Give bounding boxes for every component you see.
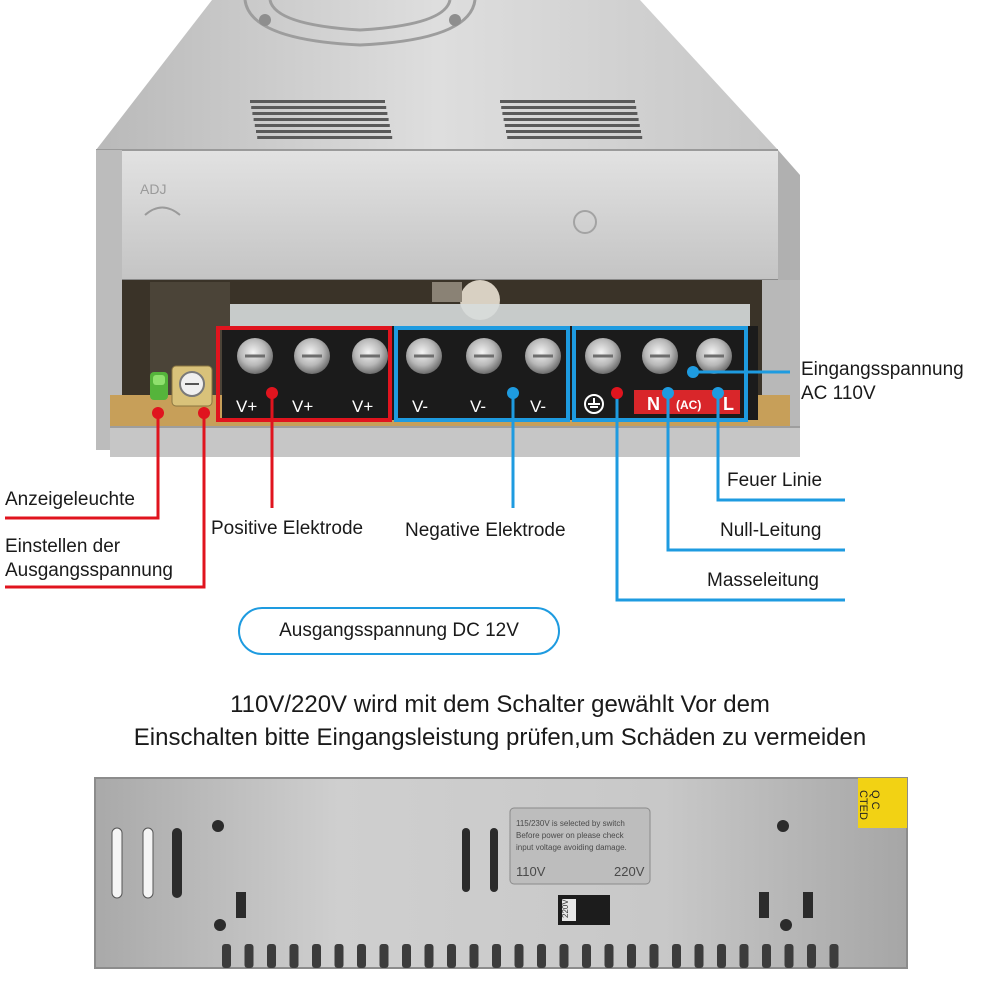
indicator-led bbox=[150, 372, 168, 400]
plate-110v: 110V bbox=[516, 864, 546, 879]
bottom-vent-slot bbox=[469, 944, 479, 968]
bottom-vent-slot bbox=[582, 944, 591, 968]
adjust-potentiometer bbox=[171, 365, 213, 407]
qc-text-2: CTED bbox=[857, 790, 869, 820]
bottom-vent-slot bbox=[717, 944, 726, 968]
input-voltage-label: Eingangsspannung AC 110V bbox=[801, 358, 964, 406]
bottom-vent-slot bbox=[447, 944, 456, 968]
callout-lines bbox=[5, 366, 845, 602]
ac-group-box bbox=[572, 326, 748, 422]
bottom-vent-slot bbox=[334, 944, 344, 968]
bottom-vent-slot bbox=[672, 944, 681, 968]
bottom-vent-slot bbox=[537, 944, 546, 968]
plate-220v: 220V bbox=[614, 864, 645, 879]
terminal-label-vminus: V- bbox=[470, 397, 486, 416]
bottom-vent-slot bbox=[424, 944, 434, 968]
feuer-linie-label: Feuer Linie bbox=[727, 470, 823, 491]
input-voltage-line1: Eingangsspannung bbox=[801, 359, 964, 380]
bottom-vent-slot bbox=[379, 944, 389, 968]
bottom-vent-slot bbox=[784, 944, 794, 968]
top-vent-slot bbox=[503, 118, 639, 121]
earth-terminal-icon bbox=[584, 394, 604, 414]
einstellen-label: Einstellen der Ausgangsspannung bbox=[5, 535, 173, 583]
fan-grille bbox=[243, 0, 477, 47]
bottom-vent-slot bbox=[649, 944, 659, 968]
bottom-vent-slot bbox=[357, 944, 366, 968]
top-vent-slot bbox=[500, 100, 635, 103]
switch-mark: 220V bbox=[561, 899, 570, 918]
qc-sticker bbox=[858, 778, 907, 828]
terminal-label-vplus: V+ bbox=[292, 397, 313, 416]
top-vents bbox=[250, 100, 643, 139]
qc-text-1: Q C bbox=[869, 790, 881, 810]
switch-warning-plate bbox=[509, 807, 651, 885]
bottom-vent-slot bbox=[402, 944, 411, 968]
bottom-vent-slot bbox=[604, 944, 614, 968]
psu-front-panel bbox=[96, 150, 778, 280]
negative-elektrode-label: Negative Elektrode bbox=[405, 520, 566, 541]
masseleitung-label: Masseleitung bbox=[707, 570, 819, 591]
negative-group-box bbox=[394, 326, 570, 422]
bottom-vent-slot bbox=[559, 944, 569, 968]
terminal-label-vplus: V+ bbox=[236, 397, 257, 416]
bottom-vent-slot bbox=[514, 944, 524, 968]
top-vent-slot bbox=[507, 136, 643, 139]
psu-top-view: ADJ bbox=[96, 0, 800, 457]
top-vent-slot bbox=[257, 136, 393, 139]
switch-note-line1: 110V/220V wird mit dem Schalter gewählt … bbox=[230, 691, 770, 718]
null-leitung-label: Null-Leitung bbox=[720, 520, 822, 541]
top-vent-slot bbox=[506, 130, 641, 133]
plate-text-2: Before power on please check bbox=[516, 831, 625, 840]
anzeigeleuchte-label: Anzeigeleuchte bbox=[5, 489, 135, 510]
earth-emboss-icon bbox=[573, 210, 597, 234]
terminal-label-vminus: V- bbox=[412, 397, 428, 416]
top-vent-slot bbox=[250, 100, 385, 103]
psu-top-cover bbox=[96, 0, 778, 150]
bottom-vent-slot bbox=[222, 944, 231, 968]
bottom-vent-slot bbox=[739, 944, 749, 968]
bottom-vent-slot bbox=[312, 944, 321, 968]
top-vent-slot bbox=[253, 118, 389, 121]
top-vent-slot bbox=[504, 124, 640, 127]
bottom-vent-slot bbox=[267, 944, 276, 968]
adj-mark: ADJ bbox=[140, 181, 166, 197]
einstellen-line1: Einstellen der bbox=[5, 536, 121, 557]
positive-group-box bbox=[216, 326, 392, 422]
bottom-vent-slot bbox=[244, 944, 254, 968]
plate-text-1: 115/230V is selected by switch bbox=[516, 819, 625, 828]
input-voltage-line2: AC 110V bbox=[801, 383, 876, 404]
top-vent-slot bbox=[254, 124, 390, 127]
plate-text-3: input voltage avoiding damage. bbox=[516, 843, 627, 852]
top-vent-slot bbox=[501, 106, 637, 109]
einstellen-line2: Ausgangsspannung bbox=[5, 560, 173, 581]
bottom-vent-slot bbox=[492, 944, 501, 968]
bottom-vent-slot bbox=[807, 944, 816, 968]
terminal-label-ac: (AC) bbox=[676, 398, 701, 412]
bottom-vent-slot bbox=[627, 944, 636, 968]
psu-bottom-view: 115/230V is selected by switch Before po… bbox=[94, 777, 908, 969]
bottom-vent-slot bbox=[694, 944, 704, 968]
top-vent-slot bbox=[256, 130, 391, 133]
top-vent-slot bbox=[502, 112, 638, 115]
bottom-vent-slot bbox=[289, 944, 299, 968]
terminal-label-vminus: V- bbox=[530, 397, 546, 416]
output-voltage-pill: Ausgangsspannung DC 12V bbox=[238, 607, 560, 655]
top-vent-slot bbox=[251, 106, 387, 109]
top-vent-slot bbox=[252, 112, 388, 115]
terminal-label-l: L bbox=[723, 394, 734, 414]
bottom-vent-slot bbox=[762, 944, 771, 968]
positive-elektrode-label: Positive Elektrode bbox=[211, 518, 364, 539]
terminal-label-vplus: V+ bbox=[352, 397, 373, 416]
switch-note-line2: Einschalten bitte Eingangsleistung prüfe… bbox=[133, 724, 867, 751]
terminal-label-n: N bbox=[647, 394, 660, 414]
bottom-vent-slot bbox=[829, 944, 839, 968]
